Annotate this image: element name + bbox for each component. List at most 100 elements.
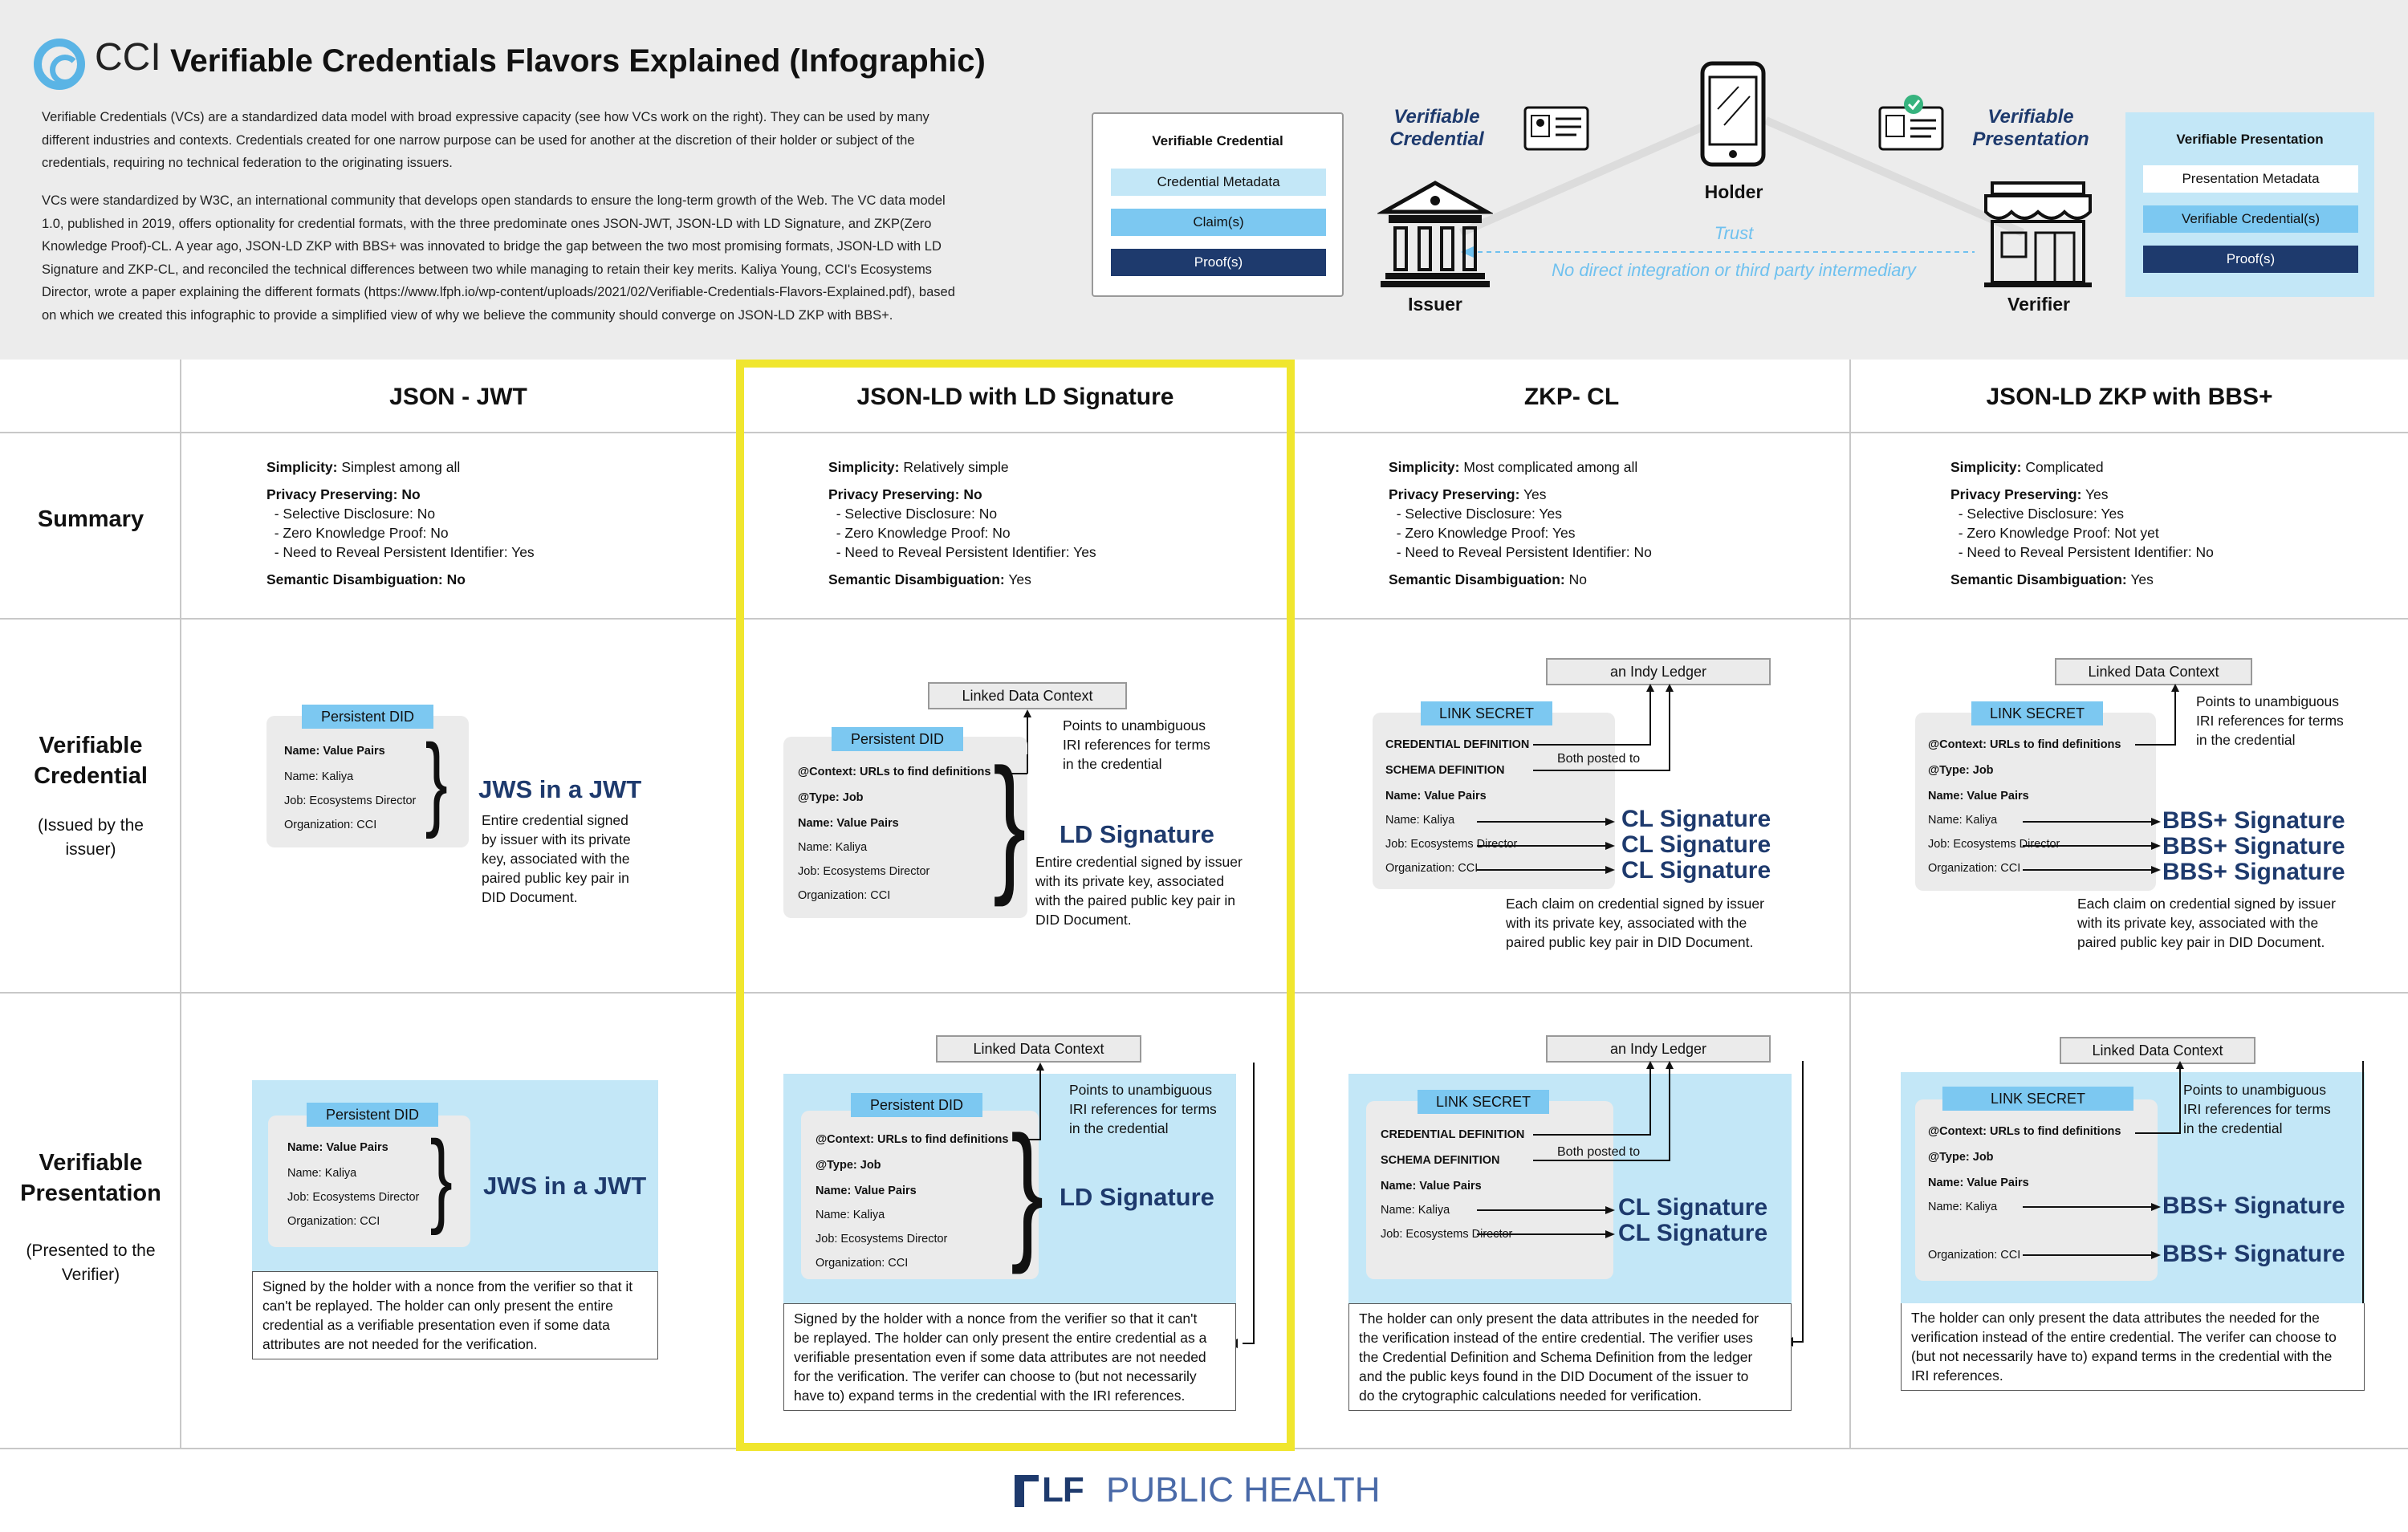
desc-line: IRI references for terms [1069, 1101, 1217, 1117]
desc-line: paired public key pair in DID Document. [1506, 934, 1754, 950]
vc-field: @Context: URLs to find definitions [798, 766, 991, 778]
row-subheader-vp: (Presented to the Verifier) [0, 1239, 181, 1287]
vc-field: Job: Ecosystems Director [798, 865, 930, 878]
summary-value: Not yet [2114, 525, 2159, 541]
desc-line: Each claim on credential signed by issue… [2077, 896, 2336, 912]
desc-line: by issuer with its private [482, 831, 631, 847]
summary-label: Semantic Disambiguation: [1950, 571, 2127, 587]
intro-line: Signature and ZKP-CL, and reconciled the… [42, 262, 932, 277]
desc-line: DID Document. [482, 889, 578, 905]
intro-line: Verifiable Credentials (VCs) are a stand… [42, 110, 929, 124]
summary-label: - Zero Knowledge Proof: [274, 525, 427, 541]
vp-proofs: Proof(s) [2143, 246, 2358, 273]
desc-line: credential as a verifiable presentation … [262, 1317, 610, 1333]
footer-public-health: PUBLIC HEALTH [1106, 1470, 1381, 1510]
trust-label: Trust [1714, 223, 1754, 243]
vc-field: Organization: CCI [1928, 862, 2021, 875]
desc-line: can't be replayed. The holder can only p… [262, 1298, 613, 1314]
vp-field: Name: Kaliya [1381, 1204, 1450, 1217]
cl-vc-card [1373, 713, 1615, 889]
vc-description: Entire credential signed by issuer with i… [482, 811, 631, 907]
intro-line: VCs were standardized by W3C, an interna… [42, 193, 946, 208]
brace-icon: } [425, 722, 448, 839]
desc-line: have to) expand terms in the credential … [794, 1388, 1186, 1404]
brace-icon: } [429, 1119, 453, 1236]
desc-line: key, associated with the [482, 851, 630, 867]
row-subheader-vc: (Issued by the issuer) [0, 814, 181, 862]
signature-label: BBS+ Signature [2162, 1241, 2345, 1267]
vc-claims: Claim(s) [1111, 209, 1326, 236]
footer-lf: LF [1042, 1470, 1084, 1510]
grid-line [180, 360, 181, 1448]
desc-line: be replayed. The holder can only present… [794, 1330, 1207, 1346]
row-header-line: Presentation [20, 1180, 161, 1206]
intro-paragraph-1: Verifiable Credentials (VCs) are a stand… [42, 106, 1045, 175]
summary-label: Privacy Preserving: [1950, 486, 2082, 502]
claim-arrows [1477, 818, 1615, 874]
cl-vp-card [1366, 1101, 1613, 1279]
row-header-vc: Verifiable Credential [0, 730, 181, 791]
issuer-label: Issuer [1408, 294, 1462, 315]
vp-flow-label-line: Presentation [1972, 128, 2089, 150]
vp-field: Organization: CCI [816, 1257, 909, 1270]
row-subheader-line: Verifier) [61, 1266, 120, 1284]
vp-presentation-metadata: Presentation Metadata [2143, 165, 2358, 193]
summary-label: Privacy Preserving: [828, 486, 960, 502]
logo-text: CCI [95, 36, 161, 79]
both-posted-label: Both posted to [1557, 1145, 1641, 1159]
jwt-vc-card [266, 716, 469, 847]
intro-line: Knowledge Proof)-CL. A year ago, JSON-LD… [42, 239, 942, 254]
desc-line: Entire credential signed by issuer [1035, 854, 1243, 870]
vc-field: Name: Value Pairs [1385, 790, 1487, 803]
vp-field: Organization: CCI [1928, 1249, 2021, 1262]
column-header-json-ld: JSON-LD with LD Signature [856, 384, 1174, 410]
vc-field: Name: Kaliya [1928, 814, 1998, 827]
vp-field: SCHEMA DEFINITION [1381, 1154, 1500, 1167]
vc-field: Name: Kaliya [284, 770, 354, 783]
summary-value: No [1633, 544, 1652, 560]
persistent-did-tag: Persistent DID [307, 1103, 438, 1127]
claim-arrows [1477, 1206, 1615, 1238]
desc-line: with its private key, associated [1035, 873, 1225, 889]
grid-line [1849, 360, 1851, 1448]
vc-field: Organization: CCI [798, 889, 891, 902]
linked-data-context-box: Linked Data Context [2055, 658, 2252, 685]
summary-label: - Need to Reveal Persistent Identifier: [1958, 544, 2192, 560]
vc-field: Organization: CCI [1385, 862, 1479, 875]
summary-bbs: Simplicity: Complicated Privacy Preservi… [1950, 457, 2214, 589]
desc-line: in the credential [2196, 732, 2296, 748]
vc-field: CREDENTIAL DEFINITION [1385, 738, 1530, 751]
lf-logo-icon [1015, 1475, 1039, 1507]
indy-ledger-box: an Indy Ledger [1546, 1035, 1771, 1063]
desc-line: in the credential [1069, 1120, 1169, 1136]
desc-line: attributes are not needed for the verifi… [262, 1336, 538, 1352]
vp-description-box: Signed by the holder with a nonce from t… [252, 1271, 658, 1359]
vp-field: CREDENTIAL DEFINITION [1381, 1128, 1525, 1141]
flow-diagram-lines [1458, 116, 2025, 258]
bbs-vp-card [1915, 1099, 2158, 1281]
persistent-did-tag: Persistent DID [302, 705, 433, 729]
linked-data-context-box: Linked Data Context [928, 682, 1127, 709]
desc-line: (but not necessarily have to) expand ter… [1911, 1348, 2333, 1364]
summary-label: - Need to Reveal Persistent Identifier: [836, 544, 1070, 560]
row-subheader-line: issuer) [65, 840, 116, 859]
vp-field: Name: Value Pairs [287, 1141, 388, 1154]
summary-value: No [992, 525, 1011, 541]
signature-label: LD Signature [1060, 1183, 1214, 1211]
desc-line: and the public keys found in the DID Doc… [1359, 1368, 1749, 1384]
vc-credential-metadata: Credential Metadata [1111, 169, 1326, 196]
phone-icon [1700, 61, 1766, 167]
desc-line: Points to unambiguous [1063, 717, 1206, 733]
vp-flow-label: Verifiable Presentation [1967, 106, 2095, 151]
desc-line: with its private key, associated with th… [2077, 915, 2319, 931]
grid-line [0, 992, 2408, 994]
row-subheader-line: (Presented to the [26, 1241, 156, 1260]
vp-field: Job: Ecosystems Director [1381, 1228, 1513, 1241]
summary-label: - Selective Disclosure: [836, 506, 975, 522]
link-secret-tag: LINK SECRET [1418, 1090, 1549, 1114]
summary-zkp-cl: Simplicity: Most complicated among all P… [1389, 457, 1652, 589]
signature-label: JWS in a JWT [478, 775, 642, 803]
desc-line: Entire credential signed [482, 812, 628, 828]
